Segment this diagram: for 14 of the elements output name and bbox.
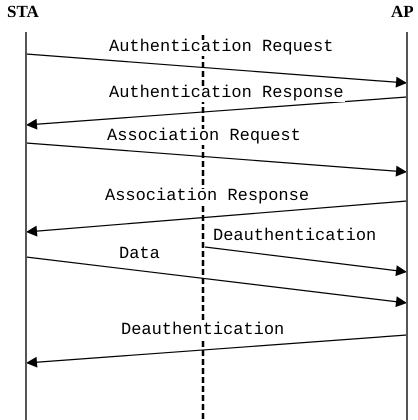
message-arrow bbox=[26, 53, 408, 88]
message-arrow bbox=[26, 256, 408, 308]
message-arrow bbox=[26, 142, 408, 177]
message-arrow bbox=[204, 246, 408, 276]
message-arrow bbox=[26, 334, 408, 368]
edge-label: Authentication Request bbox=[108, 40, 334, 56]
edge-label: Association Response bbox=[104, 189, 310, 205]
edge-label: Association Request bbox=[106, 129, 302, 145]
participant-label: STA bbox=[7, 2, 39, 22]
participant-label: AP bbox=[391, 2, 414, 22]
message-arrow bbox=[26, 200, 408, 237]
edge-label: Deauthentication bbox=[120, 323, 286, 339]
edge-label: Authentication Response bbox=[108, 86, 345, 102]
message-arrow bbox=[26, 96, 408, 130]
